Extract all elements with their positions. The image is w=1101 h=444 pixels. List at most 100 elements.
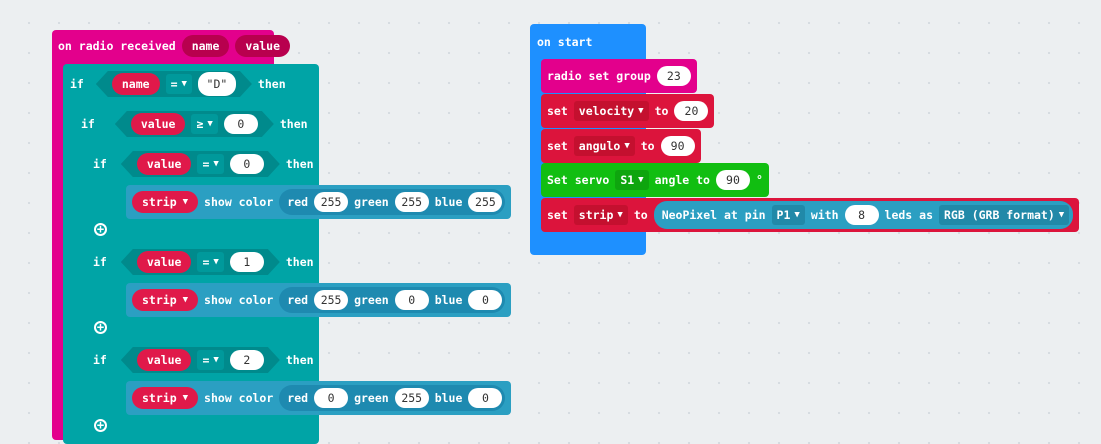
set-strip-block[interactable]: set strip▼ to NeoPixel at pin P1▼ with 8… [541,198,1080,232]
set-servo-block[interactable]: Set servo S1▼ angle to 90 ° [541,163,769,197]
compare-name-block[interactable]: name =▼ "D" [96,71,252,97]
color-format-dropdown[interactable]: RGB (GRB format)▼ [939,205,1070,225]
velocity-value[interactable]: 20 [674,101,709,121]
servo-pin-dropdown[interactable]: S1▼ [615,170,649,190]
neopixel-create-block[interactable]: NeoPixel at pin P1▼ with 8 leds as RGB (… [653,201,1074,229]
set-servo-label: Set servo [547,173,610,187]
rgb-block[interactable]: red 0 green 255 blue 0 [279,385,506,411]
number-value[interactable]: 2 [230,350,264,370]
number-value[interactable]: 1 [230,252,264,272]
red-value[interactable]: 0 [314,388,349,408]
strip-var-dropdown[interactable]: strip▼ [573,205,628,225]
strip-dropdown[interactable]: strip▼ [132,191,199,213]
caret-down-icon: ▼ [1058,210,1065,220]
then-keyword: then [285,255,314,269]
to-label: to [633,208,648,222]
red-label: red [287,391,309,405]
green-label: green [354,293,389,307]
servo-angle-value[interactable]: 90 [715,170,750,190]
rgb-block[interactable]: red 255 green 255 blue 255 [279,189,506,215]
variable-value[interactable]: value [137,349,192,371]
add-else-icon[interactable]: + [94,419,107,432]
green-label: green [354,391,389,405]
degree-label: ° [755,173,763,187]
leds-as-label: leds as [884,208,933,222]
caret-down-icon: ▼ [624,141,630,151]
add-else-icon[interactable]: + [94,223,107,236]
compare-eq-block[interactable]: value =▼ 2 [121,347,280,373]
strip-dropdown[interactable]: strip▼ [132,387,199,409]
compare-eq-block[interactable]: value =▼ 1 [121,249,280,275]
set-label: set [547,104,568,118]
variable-value[interactable]: value [137,153,192,175]
green-value[interactable]: 255 [394,192,429,212]
caret-down-icon: ▼ [181,79,187,89]
red-value[interactable]: 255 [314,192,349,212]
if-keyword: if [93,157,107,171]
then-keyword: then [279,117,308,131]
strip-show-color-block[interactable]: strip▼ show color red 255 green 0 blue 0 [126,283,512,317]
param-name[interactable]: name [181,35,230,57]
on-radio-received-label: on radio received [58,39,176,53]
red-value[interactable]: 255 [314,290,349,310]
green-value[interactable]: 0 [394,290,429,310]
if-keyword: if [93,255,107,269]
neopixel-at-pin-label: NeoPixel at pin [661,208,766,222]
blue-label: blue [434,391,463,405]
led-count-value[interactable]: 8 [844,205,879,225]
show-color-label: show color [204,293,274,307]
number-value[interactable]: 0 [230,154,264,174]
angulo-dropdown[interactable]: angulo▼ [573,136,635,156]
green-label: green [354,195,389,209]
green-value[interactable]: 255 [394,388,429,408]
set-label: set [547,208,568,222]
string-value[interactable]: "D" [198,72,236,96]
variable-value[interactable]: value [137,251,192,273]
if-keyword: if [93,353,107,367]
operator-dropdown[interactable]: ≥▼ [191,114,217,134]
set-label: set [547,139,568,153]
param-value[interactable]: value [235,35,291,57]
then-keyword: then [257,77,286,91]
to-label: to [654,104,669,118]
set-velocity-block[interactable]: set velocity▼ to 20 [541,94,715,128]
strip-dropdown[interactable]: strip▼ [132,289,199,311]
with-label: with [810,208,839,222]
compare-eq-block[interactable]: value =▼ 0 [121,151,280,177]
set-angulo-block[interactable]: set angulo▼ to 90 [541,129,701,163]
red-label: red [287,293,309,307]
red-label: red [287,195,309,209]
variable-value[interactable]: value [131,113,186,135]
angle-to-label: angle to [654,173,710,187]
compare-gte-block[interactable]: value ≥▼ 0 [115,111,274,137]
angulo-value[interactable]: 90 [660,136,695,156]
caret-down-icon: ▼ [213,159,219,169]
caret-down-icon: ▼ [213,355,219,365]
blue-value[interactable]: 0 [468,388,503,408]
if-keyword: if [81,117,95,131]
number-value[interactable]: 0 [224,114,258,134]
caret-down-icon: ▼ [638,175,644,185]
operator-dropdown[interactable]: =▼ [166,74,192,94]
then-keyword: then [285,157,314,171]
operator-dropdown[interactable]: =▼ [197,350,223,370]
if-keyword: if [70,77,84,91]
blue-value[interactable]: 0 [468,290,503,310]
strip-show-color-block[interactable]: strip▼ show color red 0 green 255 blue 0 [126,381,512,415]
rgb-block[interactable]: red 255 green 0 blue 0 [279,287,506,313]
velocity-dropdown[interactable]: velocity▼ [573,101,649,121]
add-else-icon[interactable]: + [94,321,107,334]
caret-down-icon: ▼ [213,257,219,267]
operator-dropdown[interactable]: =▼ [197,154,223,174]
caret-down-icon: ▼ [794,210,800,220]
neopixel-pin-dropdown[interactable]: P1▼ [771,205,805,225]
caret-down-icon: ▼ [617,210,623,220]
blue-value[interactable]: 255 [468,192,503,212]
operator-dropdown[interactable]: =▼ [197,252,223,272]
strip-show-color-block[interactable]: strip▼ show color red 255 green 255 blue… [126,185,512,219]
radio-set-group-block[interactable]: radio set group 23 [541,59,697,93]
caret-down-icon: ▼ [182,197,189,207]
group-value[interactable]: 23 [656,66,691,86]
variable-name[interactable]: name [112,73,160,95]
to-label: to [640,139,655,153]
